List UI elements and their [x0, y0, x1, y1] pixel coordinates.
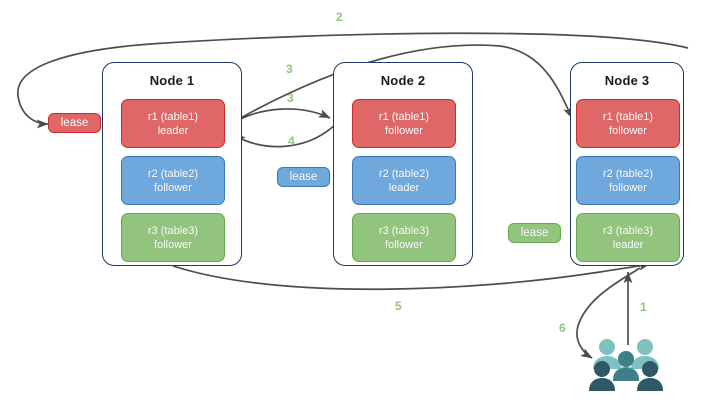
node-3-replica-r3[interactable]: r3 (table3) leader	[576, 213, 680, 262]
node-1-replica-r1[interactable]: r1 (table1) leader	[121, 99, 225, 148]
step-label-6: 6	[559, 321, 566, 335]
replica-line1: r2 (table2)	[147, 167, 199, 180]
replica-line2: follower	[385, 238, 423, 251]
step-label-4: 4	[288, 134, 295, 148]
node-2-replica-r1[interactable]: r1 (table1) follower	[352, 99, 456, 148]
lease-table1[interactable]: lease	[48, 113, 101, 133]
edge-step-2	[17, 32, 689, 129]
edge-step-5	[172, 261, 651, 291]
step-label-2: 2	[336, 10, 343, 24]
step-label-5: 5	[395, 299, 402, 313]
step-label-3a: 3	[286, 62, 293, 76]
edge-step-3-to-node2	[227, 108, 331, 127]
replica-line2: leader	[612, 238, 644, 251]
node-3-title: Node 3	[604, 73, 650, 88]
node-1-replica-r2[interactable]: r2 (table2) follower	[121, 156, 225, 205]
replica-line2: follower	[154, 238, 192, 251]
replica-line1: r1 (table1)	[378, 110, 430, 123]
step-label-3b: 3	[287, 91, 294, 105]
edge-step-6	[576, 267, 641, 359]
node-1-title: Node 1	[149, 73, 195, 88]
step-label-1: 1	[640, 300, 647, 314]
replica-line2: follower	[609, 181, 647, 194]
node-2-replica-r2[interactable]: r2 (table2) leader	[352, 156, 456, 205]
node-2-title: Node 2	[380, 73, 426, 88]
node-3-replica-r2[interactable]: r2 (table2) follower	[576, 156, 680, 205]
replica-line1: r3 (table3)	[147, 224, 199, 237]
replica-line1: r3 (table3)	[602, 224, 654, 237]
node-2-replica-r3[interactable]: r3 (table3) follower	[352, 213, 456, 262]
node-3[interactable]: Node 3 r1 (table1) follower r2 (table2) …	[570, 62, 684, 266]
node-3-replica-r1[interactable]: r1 (table1) follower	[576, 99, 680, 148]
replica-line1: r3 (table3)	[378, 224, 430, 237]
edge-step-3-to-node3	[227, 44, 573, 126]
replica-line1: r1 (table1)	[147, 110, 199, 123]
lease-table3[interactable]: lease	[508, 223, 561, 243]
replica-line2: follower	[385, 124, 423, 137]
replica-line1: r2 (table2)	[378, 167, 430, 180]
edge-step-4	[233, 123, 337, 148]
replica-line1: r1 (table1)	[602, 110, 654, 123]
replica-line1: r2 (table2)	[602, 167, 654, 180]
users-group-icon	[589, 339, 663, 391]
replica-line2: leader	[388, 181, 420, 194]
lease-table2[interactable]: lease	[277, 167, 330, 187]
replica-line2: leader	[157, 124, 189, 137]
node-1[interactable]: Node 1 r1 (table1) leader r2 (table2) fo…	[102, 62, 242, 266]
node-1-replica-r3[interactable]: r3 (table3) follower	[121, 213, 225, 262]
replica-line2: follower	[609, 124, 647, 137]
replica-line2: follower	[154, 181, 192, 194]
node-2[interactable]: Node 2 r1 (table1) follower r2 (table2) …	[333, 62, 473, 266]
